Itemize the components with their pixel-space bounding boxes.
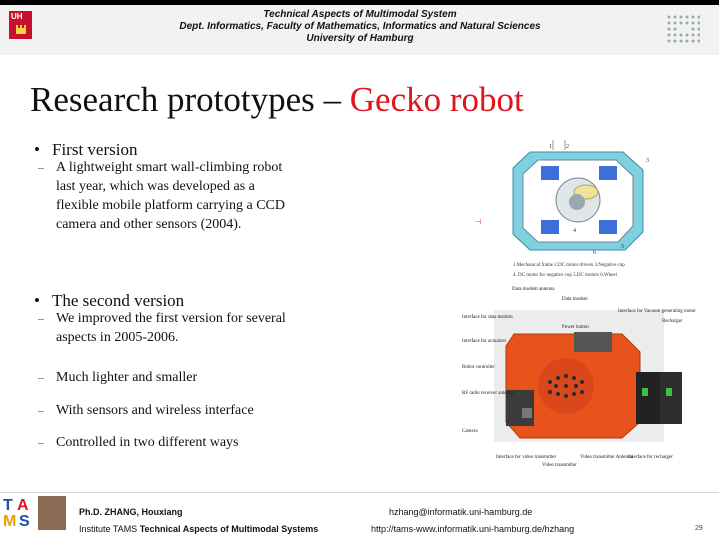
second-version-photo: Data modem antenna Data modem Power butt… (462, 282, 703, 478)
label-5: 5 (621, 244, 624, 250)
dot-pattern-logo (667, 15, 700, 43)
label-data-modem-antenna: Data modem antenna (512, 287, 555, 292)
recharger-unit (636, 372, 660, 424)
axis-mark: ⊣ (475, 218, 481, 226)
bullet-dot: • (34, 291, 40, 310)
label-2: 2 (566, 144, 569, 150)
label-3: 3 (646, 158, 649, 164)
label-interface-vacuum: Interface for Vacuum generating motor (618, 309, 696, 314)
sub-dash: – (38, 311, 44, 325)
figure1-caption-1: 1.Mechanical frame 2.DC motor drivers 3.… (513, 263, 625, 268)
label-interface-recharger: Interface for recharger (628, 455, 673, 460)
sub-line: Controlled in two different ways (56, 435, 239, 450)
sub-line: flexible mobile platform carrying a CCD (56, 198, 285, 213)
label-video-transmitter: Video transmitter (542, 463, 577, 468)
motor-block (599, 220, 617, 234)
cup-center (569, 194, 585, 210)
title-accent: Gecko robot (349, 80, 524, 119)
recharger-unit-2 (660, 372, 682, 424)
first-version-diagram: 1 2 3 4 5 6 ⊣ 1.Mechanical frame 2.DC mo… (473, 140, 703, 282)
university-logo: UH (9, 11, 32, 39)
second-version-sub-1: – We improved the first version for seve… (38, 309, 358, 349)
label-camera: Camera (462, 429, 478, 434)
label-recharger: Recharger (662, 319, 683, 324)
sub-dash: – (38, 160, 44, 174)
header-line-2: Dept. Informatics, Faculty of Mathematic… (179, 21, 541, 32)
label-interface-video: Interface for video transmitter (496, 455, 556, 460)
label-robot-controller: Robot controller (462, 365, 495, 370)
tams-logo: T A M S (3, 497, 30, 530)
label-rf-radio: RF radio receiver antenna (462, 391, 515, 396)
header-line-1: Technical Aspects of Multimodal System (263, 9, 457, 20)
sub-line: last year, which was developed as a (56, 179, 255, 194)
sub-line: aspects in 2005-2006. (56, 330, 179, 345)
sub-line: A lightweight smart wall-climbing robot (56, 160, 283, 175)
top-border (0, 0, 719, 5)
sub-line: We improved the first version for severa… (56, 311, 286, 326)
data-modem (574, 332, 612, 352)
label-video-antenna: Video transmitter Antenna (580, 455, 634, 460)
label-interface-actuators: Interface for actuators (462, 339, 506, 344)
sub-dash: – (38, 370, 44, 384)
label-4: 4 (573, 228, 576, 234)
header-line-3: University of Hamburg (306, 33, 414, 44)
sub-line: With sensors and wireless interface (56, 403, 254, 418)
bullet-label: The second version (52, 291, 185, 310)
motor-block (541, 220, 559, 234)
label-power-button: Power button (562, 325, 589, 330)
title-main: Research prototypes – (30, 80, 350, 119)
sub-dash: – (38, 403, 44, 417)
author-name: Ph.D. ZHANG, Houxiang (79, 507, 183, 517)
header-text: Technical Aspects of Multimodal System D… (60, 9, 660, 45)
slide-title: Research prototypes – Gecko robot (30, 80, 524, 120)
motor-block (599, 166, 617, 180)
sub-line: camera and other sensors (2004). (56, 217, 242, 232)
camera-module (522, 408, 532, 418)
institute-line: Institute TAMS Technical Aspects of Mult… (79, 524, 319, 534)
label-1: 1 (549, 144, 552, 150)
label-6: 6 (593, 250, 596, 256)
sub-dash: – (38, 435, 44, 449)
motor-block (541, 166, 559, 180)
author-url-link[interactable]: http://tams-www.informatik.uni-hamburg.d… (371, 524, 575, 534)
castle-icon (16, 25, 26, 34)
logo-text: UH (11, 12, 23, 21)
figure1-caption-2: 4. DC motor for negative cup 5.DC motors… (513, 273, 618, 278)
author-email-link[interactable]: hzhang@informatik.uni-hamburg.de (389, 507, 533, 517)
label-data-modem: Data modem (562, 297, 588, 302)
bullet-dot: • (34, 140, 40, 159)
label-interface-data-modem: Interface for data modem (462, 315, 513, 320)
first-version-description: – A lightweight smart wall-climbing robo… (38, 158, 358, 238)
sub-line: Much lighter and smaller (56, 370, 198, 385)
slide-header: UH Technical Aspects of Multimodal Syste… (0, 5, 719, 55)
bullet-label: First version (52, 140, 138, 159)
slide-footer: T A M S Ph.D. ZHANG, Houxiang Institute … (0, 492, 719, 542)
author-photo (38, 496, 66, 530)
page-number: 29 (695, 525, 703, 532)
